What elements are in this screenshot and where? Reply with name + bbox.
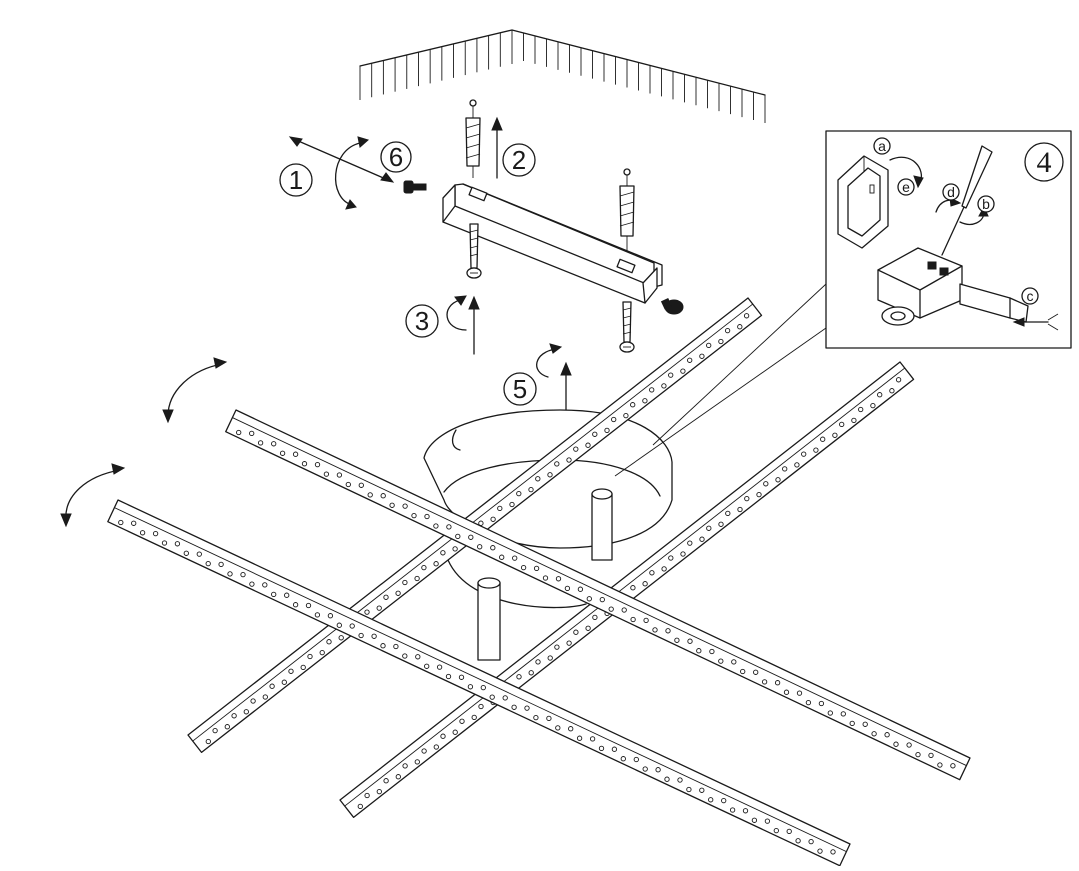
side-screw-icon bbox=[403, 180, 427, 194]
step-6-label: 6 bbox=[389, 142, 403, 172]
letter-b-badge: b bbox=[977, 195, 995, 213]
step-4-badge bbox=[1024, 142, 1064, 182]
leader-line-bottom bbox=[614, 327, 827, 477]
post-left bbox=[477, 577, 501, 661]
step-3-label: 3 bbox=[415, 306, 429, 336]
detail-box: 4 bbox=[825, 130, 1072, 349]
bar-back-left bbox=[225, 409, 971, 781]
bracket-screw-icon bbox=[660, 298, 684, 315]
svg-text:c: c bbox=[1027, 288, 1034, 304]
post-right bbox=[591, 488, 613, 561]
rotate-arrow-upper-icon bbox=[162, 357, 228, 424]
step-2-group: 2 bbox=[491, 116, 536, 179]
step-1-badge bbox=[279, 163, 313, 197]
step-3-group: 3 bbox=[405, 295, 480, 355]
bar-front-left bbox=[107, 499, 851, 867]
leader-line-top bbox=[652, 270, 841, 446]
svg-text:b: b bbox=[982, 196, 990, 212]
wall-plug-left-icon bbox=[465, 99, 481, 178]
rotate-arrow-lower-icon bbox=[60, 463, 126, 528]
terminal-block bbox=[877, 247, 963, 326]
letter-e-badge: e bbox=[897, 178, 915, 196]
bar-far-right bbox=[339, 361, 915, 818]
step-1-label: 1 bbox=[289, 165, 303, 195]
letter-c-badge: c bbox=[1021, 287, 1039, 305]
svg-text:d: d bbox=[947, 184, 955, 200]
step-3-badge bbox=[405, 304, 439, 338]
step-2-label: 2 bbox=[512, 145, 526, 175]
step-5-label: 5 bbox=[513, 374, 527, 404]
detail-bracket bbox=[837, 155, 889, 249]
wall-plug-right-icon bbox=[619, 168, 635, 266]
screw-left-icon bbox=[466, 223, 482, 279]
step-5-badge bbox=[503, 372, 537, 406]
step-2-badge bbox=[502, 143, 536, 177]
svg-text:a: a bbox=[878, 138, 886, 154]
step-5-group: 5 bbox=[503, 343, 572, 411]
letter-d-badge: d bbox=[942, 183, 960, 201]
step-6-group: 6 bbox=[380, 141, 412, 173]
screw-right-icon bbox=[619, 301, 635, 353]
step-1-group: 1 bbox=[279, 136, 427, 210]
ceiling-corner bbox=[359, 29, 766, 123]
svg-text:e: e bbox=[902, 179, 910, 195]
screwdriver-icon bbox=[941, 145, 993, 256]
step-6-badge bbox=[380, 141, 412, 173]
led-bars bbox=[107, 297, 971, 867]
mounting-bracket bbox=[442, 183, 663, 304]
step-4-label: 4 bbox=[1037, 146, 1052, 179]
letter-a-badge: a bbox=[873, 137, 891, 155]
